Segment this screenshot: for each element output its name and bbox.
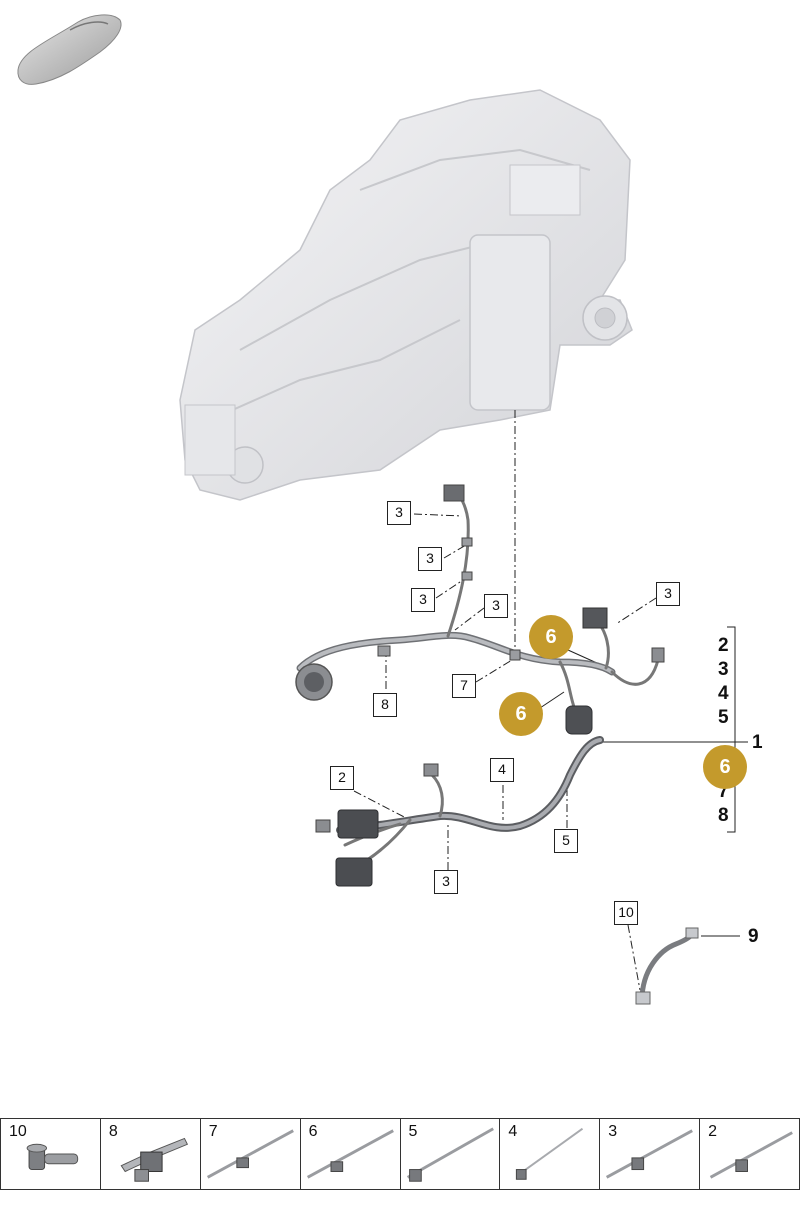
part-cell-7[interactable]: 7	[201, 1119, 301, 1189]
bracket-number-2: 2	[718, 635, 729, 656]
callout-3-clip-b: 3	[411, 588, 435, 612]
part-cell-8[interactable]: 8	[101, 1119, 201, 1189]
callout-8: 8	[373, 693, 397, 717]
part-cell-3[interactable]: 3	[600, 1119, 701, 1189]
part-cell-number: 8	[108, 1123, 118, 1140]
callout-7: 7	[452, 674, 476, 698]
bracket-number-3: 3	[718, 659, 729, 680]
upper-harness-connectors	[295, 484, 665, 735]
callout-5: 5	[554, 829, 578, 853]
callout-10: 10	[614, 901, 638, 925]
cable-tie-icon	[606, 1129, 694, 1179]
leader-lines	[539, 626, 748, 937]
car-silhouette-icon	[17, 14, 122, 85]
part-cell-4[interactable]: 4	[500, 1119, 601, 1189]
part-cell-number: 2	[708, 1123, 718, 1140]
cable-tie-icon	[206, 1129, 294, 1179]
lower-harness-connectors	[315, 763, 439, 887]
part-cell-number: 6	[308, 1123, 318, 1140]
bracket-number-5: 5	[718, 707, 729, 728]
callout-6-disc-upper: 6	[529, 615, 573, 659]
guide-lines	[353, 410, 657, 991]
ground-strap-number-9: 9	[748, 926, 759, 947]
part-cell-6[interactable]: 6	[301, 1119, 401, 1189]
part-cell-10[interactable]: 10	[0, 1119, 101, 1189]
part-cell-number: 7	[208, 1123, 218, 1140]
diagram-drawing	[17, 14, 748, 1005]
transmission-housing	[179, 89, 633, 501]
cable-tie-icon	[709, 1131, 794, 1179]
callout-3-clip-d: 3	[656, 582, 680, 606]
part-cell-number: 10	[9, 1123, 27, 1140]
callout-3-clip-c: 3	[484, 594, 508, 618]
part-cell-number: 3	[608, 1123, 618, 1140]
cable-tie-icon	[406, 1127, 494, 1182]
callout-3-lower: 3	[434, 870, 458, 894]
cable-tie-icon	[516, 1127, 584, 1180]
upper-wiring-harness	[296, 488, 660, 714]
part-cell-number: 5	[408, 1123, 418, 1140]
part-cell-5[interactable]: 5	[401, 1119, 501, 1189]
cable-tie-icon	[306, 1129, 394, 1179]
bracket-number-7: 7	[718, 781, 729, 802]
callout-6-disc-bracket: 6	[703, 745, 747, 789]
exploded-diagram: 3 3 3 3 3 8 7 2 4 5 3 10 6 6 2 3 4 5 7 8…	[17, 14, 763, 1005]
callout-2: 2	[330, 766, 354, 790]
ground-strap	[635, 927, 699, 1005]
parts-strip: 10 8 7 6 5 4	[0, 1118, 800, 1190]
bolt-icon	[26, 1143, 79, 1171]
callout-6-disc-middle: 6	[499, 692, 543, 736]
callout-3-clip-a: 3	[418, 547, 442, 571]
callout-3-upper-connector: 3	[387, 501, 411, 525]
bracket-number-8: 8	[718, 805, 729, 826]
part-cell-2[interactable]: 2	[700, 1119, 800, 1189]
part-cell-number: 4	[508, 1123, 518, 1140]
bracket-number-4: 4	[718, 683, 729, 704]
lower-wiring-harness	[336, 736, 604, 872]
callout-4: 4	[490, 758, 514, 782]
main-part-number-1: 1	[752, 732, 763, 753]
bracket-clip-icon	[120, 1137, 188, 1182]
